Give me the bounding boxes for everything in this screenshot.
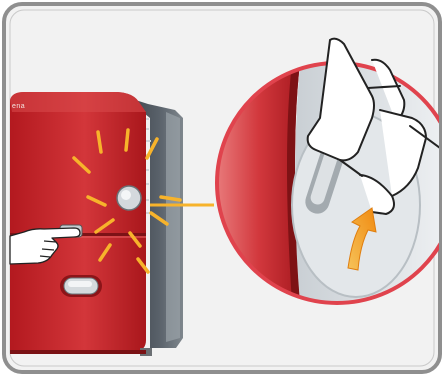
brand-logo: ena <box>12 103 25 110</box>
